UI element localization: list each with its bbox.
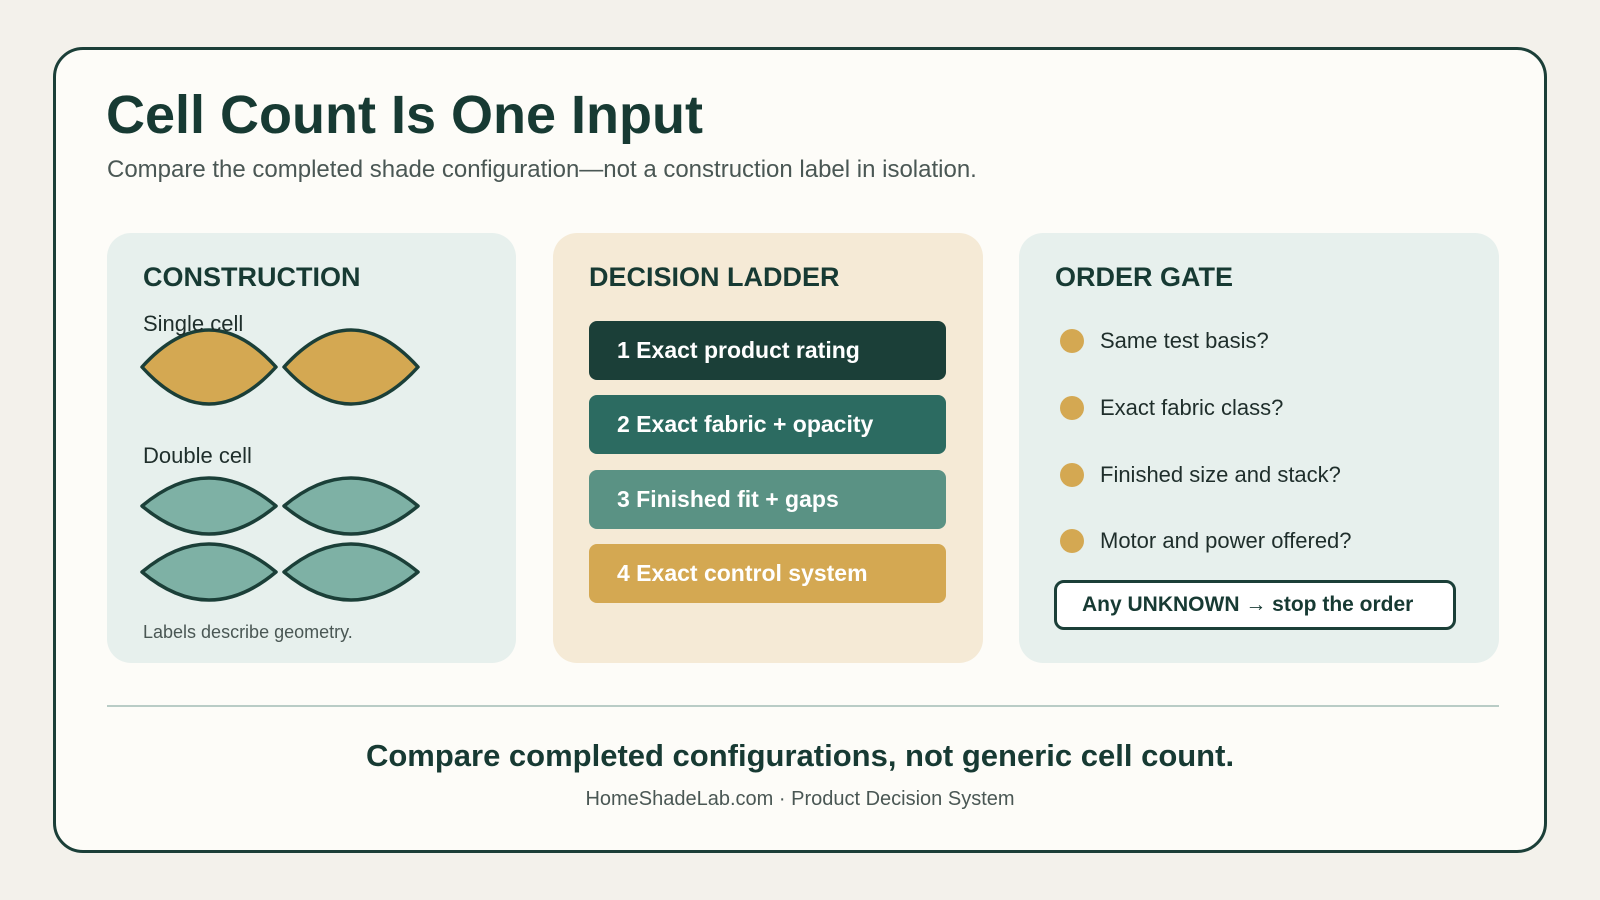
construction-heading: CONSTRUCTION: [143, 262, 361, 292]
gate-item-text: Motor and power offered?: [1100, 528, 1352, 553]
ladder-heading: DECISION LADDER: [589, 262, 840, 292]
gate-heading: ORDER GATE: [1055, 262, 1234, 292]
page-subtitle: Compare the completed shade configuratio…: [107, 156, 977, 183]
construction-card: CONSTRUCTION Single cell Double cell Lab…: [107, 233, 516, 663]
bullet-dot-icon: [1060, 529, 1084, 553]
cell-diagram: [140, 328, 420, 602]
construction-note: Labels describe geometry.: [143, 622, 353, 642]
single-cell-shape: [140, 328, 278, 406]
single-cell-shape: [282, 328, 420, 406]
double-cell-shape: [140, 476, 278, 536]
ladder-step-2: 2 Exact fabric + opacity: [589, 395, 946, 454]
page-title: Cell Count Is One Input: [106, 85, 703, 145]
bullet-dot-icon: [1060, 396, 1084, 420]
ladder-step-4: 4 Exact control system: [589, 544, 946, 603]
tagline: Compare completed configurations, not ge…: [365, 738, 1235, 773]
single-cell-label: Single cell: [143, 311, 244, 336]
bullet-dot-icon: [1060, 329, 1084, 353]
double-cell-shape: [282, 476, 420, 536]
footer-credit: HomeShadeLab.com · Product Decision Syst…: [585, 788, 1015, 810]
double-cell-shape: [140, 542, 278, 602]
ladder-step-1: 1 Exact product rating: [589, 321, 946, 380]
stop-order-callout: Any UNKNOWN → stop the order: [1054, 580, 1456, 630]
ladder-step-3: 3 Finished fit + gaps: [589, 470, 946, 529]
double-cell-label: Double cell: [143, 443, 252, 468]
bullet-dot-icon: [1060, 463, 1084, 487]
gate-item-text: Finished size and stack?: [1100, 462, 1341, 487]
gate-item-text: Same test basis?: [1100, 328, 1269, 353]
order-gate-card: ORDER GATE Same test basis? Exact fabric…: [1019, 233, 1499, 663]
decision-ladder-card: DECISION LADDER 1 Exact product rating 2…: [553, 233, 983, 663]
double-cell-shape: [282, 542, 420, 602]
infographic-frame: Cell Count Is One Input Compare the comp…: [53, 47, 1547, 853]
divider: [107, 705, 1499, 707]
gate-item-text: Exact fabric class?: [1100, 395, 1284, 420]
